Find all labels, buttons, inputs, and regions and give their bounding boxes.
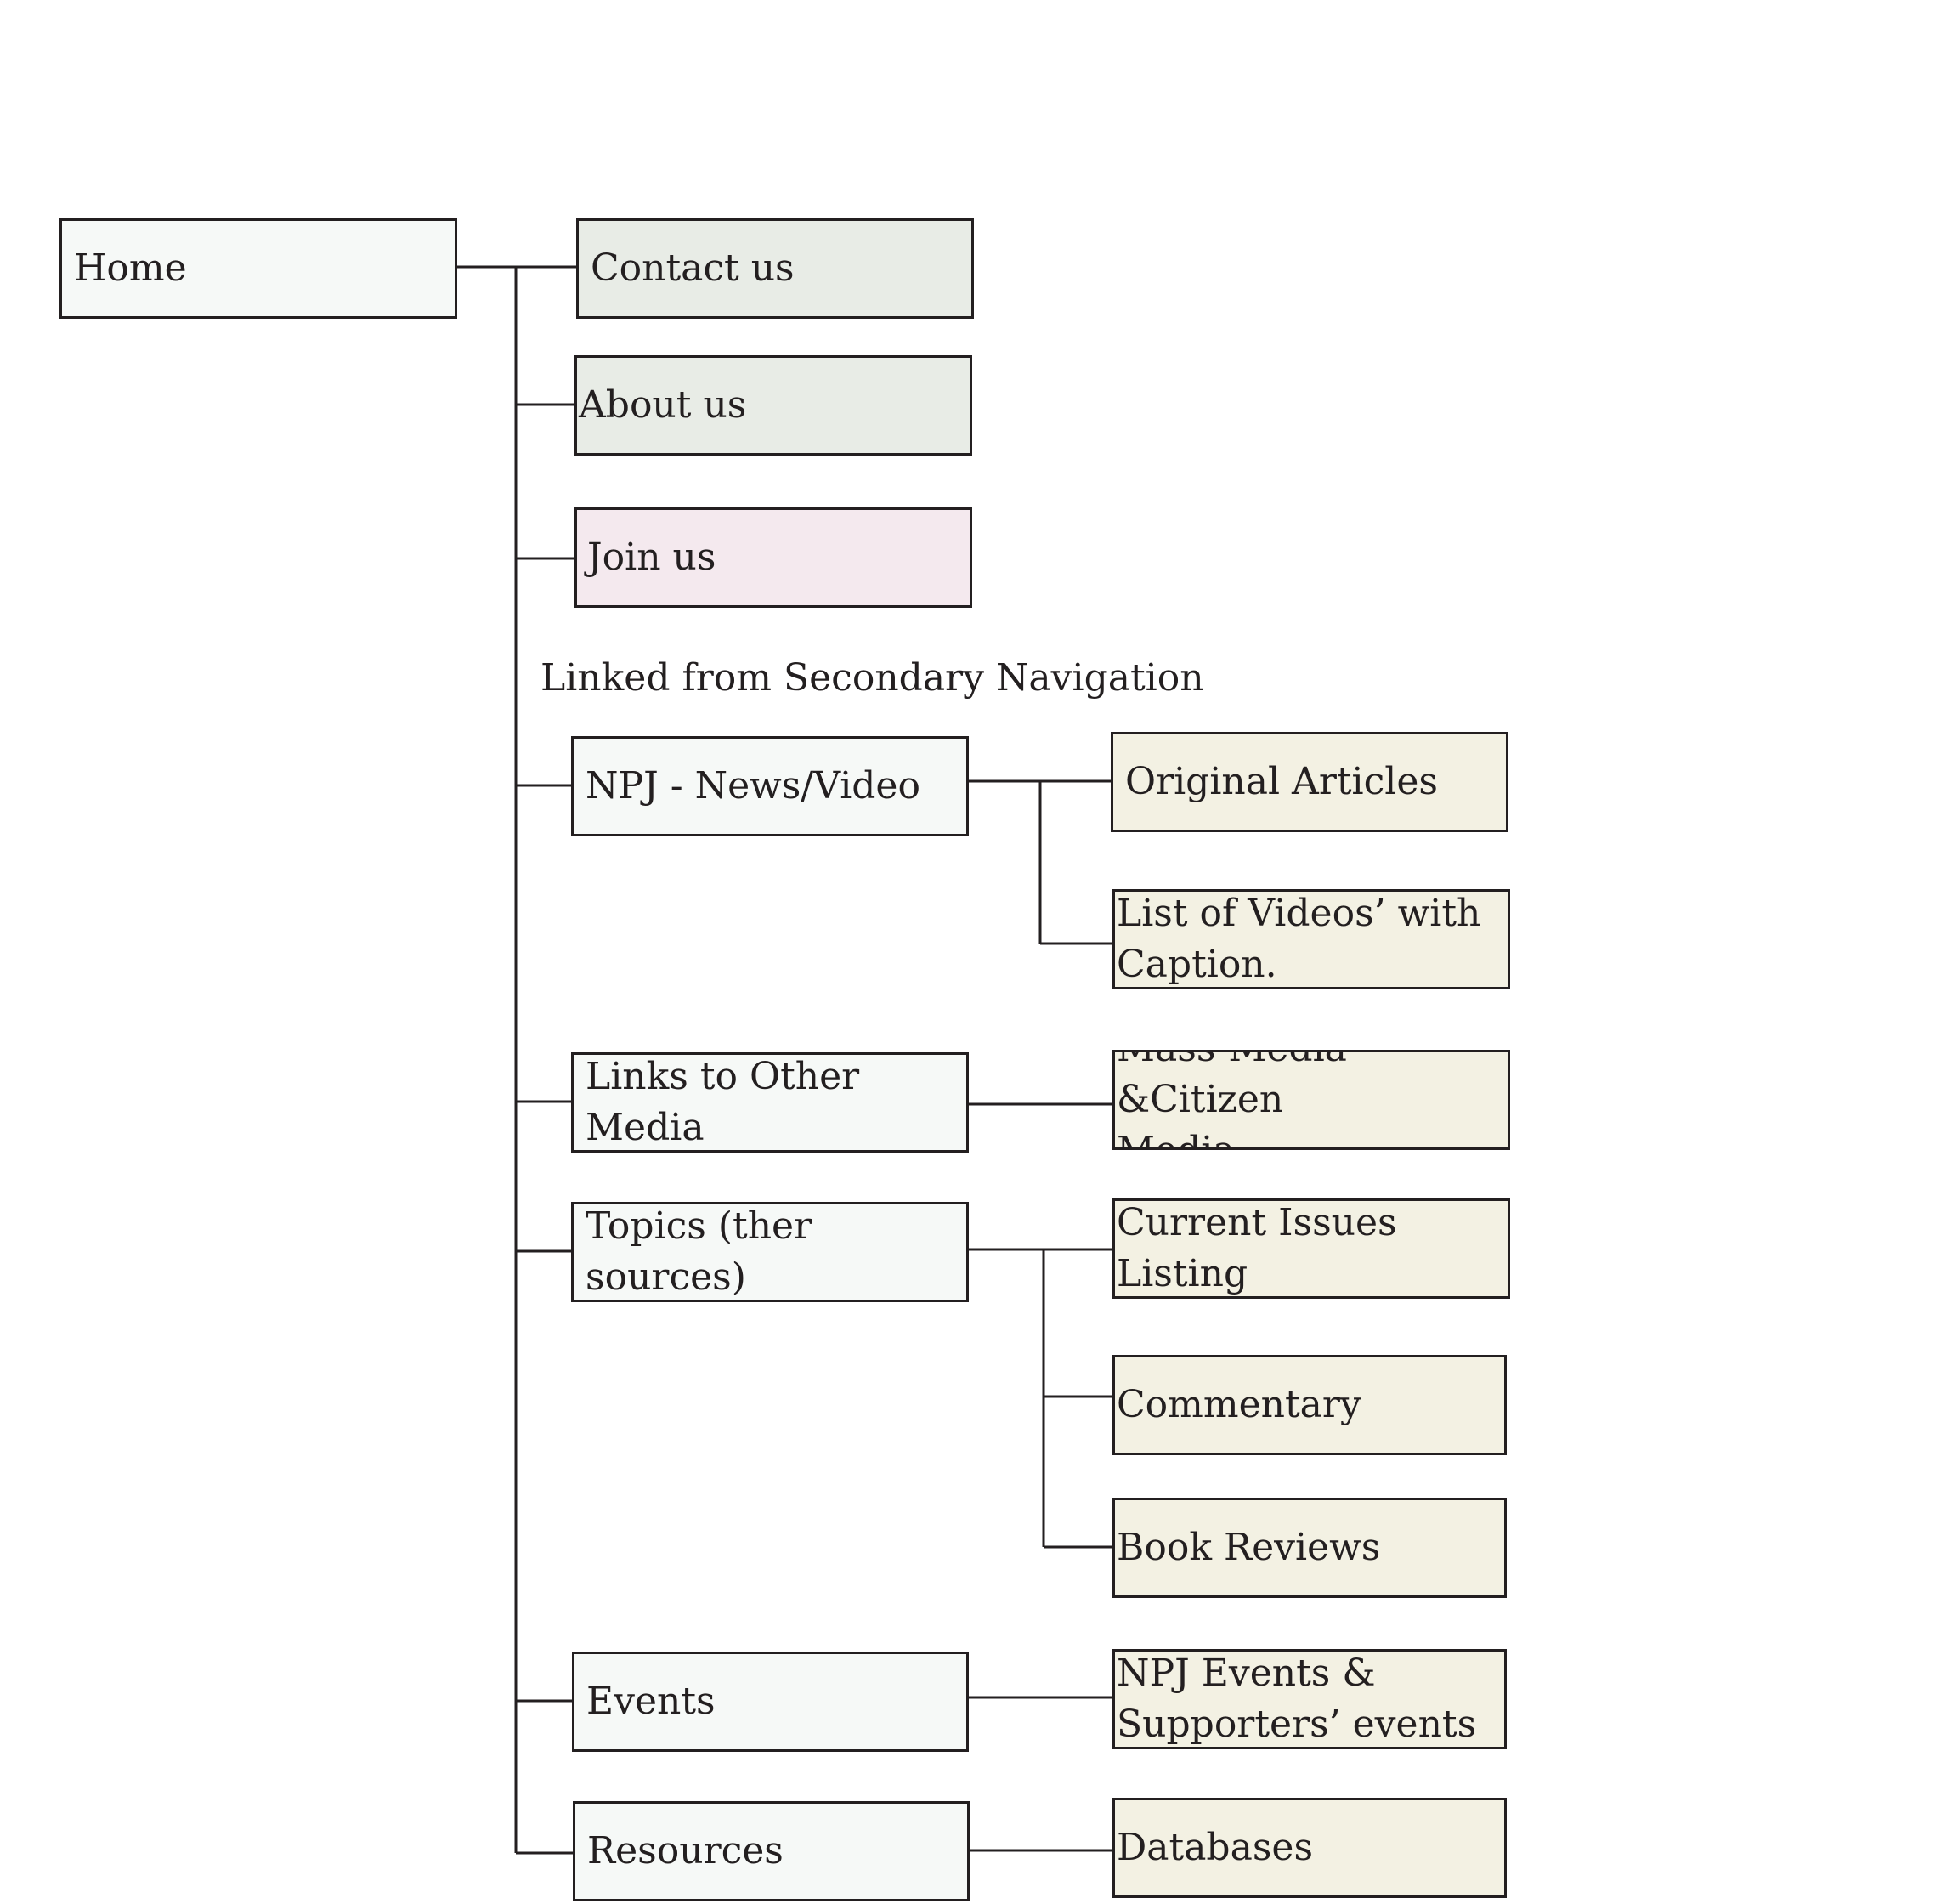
node-contact-us: Contact us xyxy=(576,218,974,319)
node-topics: Topics (ther sources) xyxy=(571,1202,969,1302)
node-list-of-videos: List of Videos’ with Caption. xyxy=(1112,889,1510,989)
node-book-reviews: Book Reviews xyxy=(1112,1498,1507,1598)
node-commentary: Commentary xyxy=(1112,1355,1507,1455)
node-mass-media: Mass-Media &Citizen Media xyxy=(1112,1050,1510,1150)
node-npj-events: NPJ Events & Supporters’ events xyxy=(1112,1649,1507,1749)
secondary-navigation-label: Linked from Secondary Navigation xyxy=(540,656,1204,700)
node-original-articles: Original Articles xyxy=(1111,732,1508,832)
node-events: Events xyxy=(572,1652,969,1752)
node-links-to-other-media: Links to Other Media xyxy=(571,1052,969,1153)
node-join-us: Join us xyxy=(574,507,972,608)
node-resources: Resources xyxy=(573,1801,970,1901)
node-npj-news-video: NPJ - News/Video xyxy=(571,736,969,836)
node-current-issues-listing: Current Issues Listing xyxy=(1112,1198,1510,1299)
node-home: Home xyxy=(59,218,457,319)
node-about-us: About us xyxy=(574,355,972,456)
node-databases: Databases xyxy=(1112,1798,1507,1898)
